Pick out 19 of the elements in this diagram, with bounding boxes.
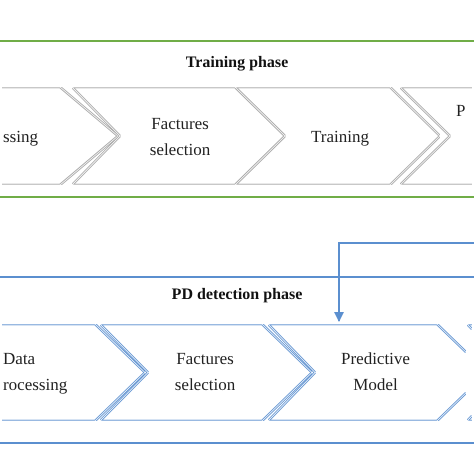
arrow bbox=[334, 242, 474, 322]
chevron-step bbox=[400, 87, 472, 185]
chevron-step bbox=[467, 324, 472, 421]
step-label: ssing bbox=[3, 126, 39, 148]
chevron-step bbox=[235, 87, 440, 185]
chevron-step bbox=[268, 324, 466, 421]
phase-title: Training phase bbox=[184, 54, 290, 72]
phase-frame bbox=[0, 276, 474, 444]
step-label: Factures selection bbox=[174, 348, 236, 396]
phase-frame bbox=[0, 40, 474, 198]
step-label: Data rocessing bbox=[3, 348, 68, 396]
step-label: Training bbox=[310, 126, 370, 148]
chevron-step bbox=[2, 87, 118, 185]
step-label: Factures selection bbox=[148, 113, 212, 161]
chevron-step bbox=[100, 324, 312, 421]
step-label: Predictive Model bbox=[340, 348, 411, 396]
step-label: P bbox=[456, 100, 466, 122]
phase-title: PD detection phase bbox=[170, 286, 304, 304]
chevron-step bbox=[2, 324, 145, 421]
